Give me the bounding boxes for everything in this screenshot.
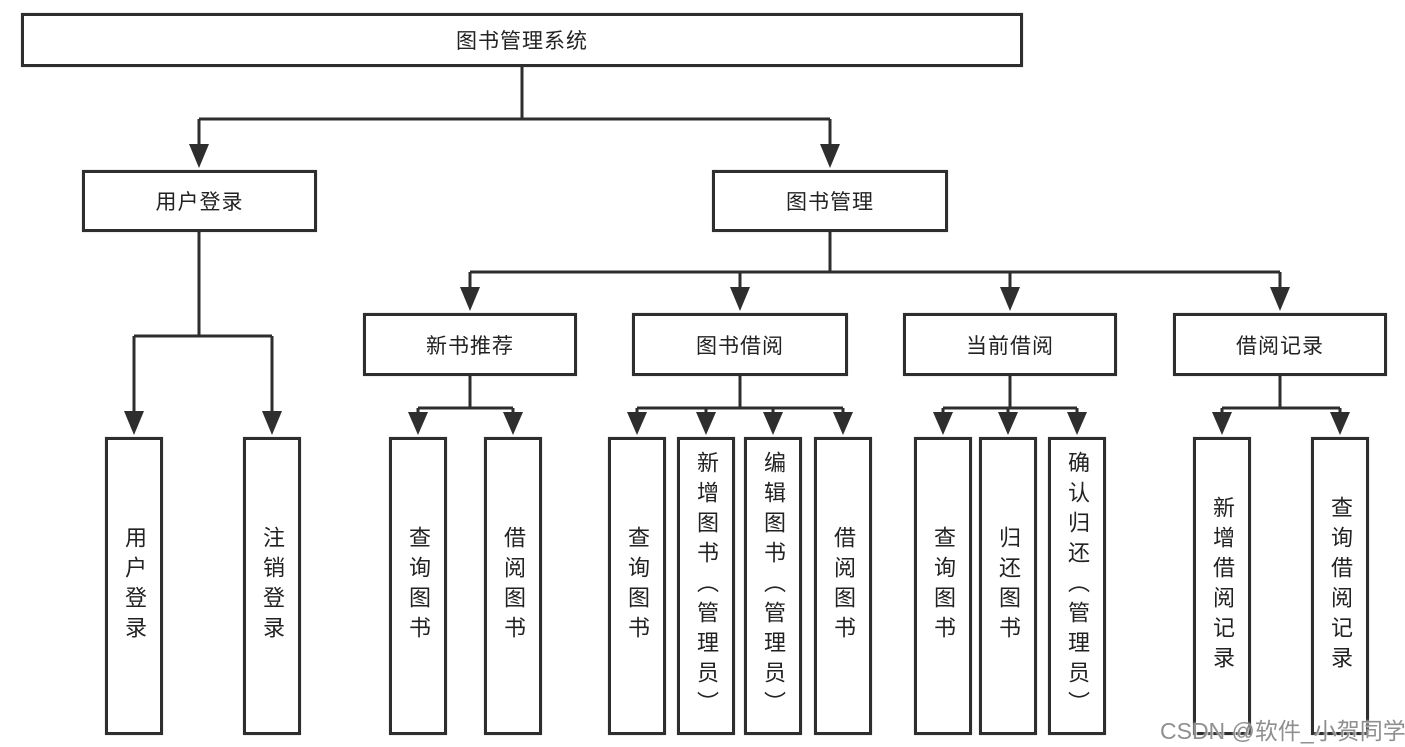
node-label: 查询图书 [406,526,431,646]
leaf-add-book-admin: 新增图书（管理员） [677,437,735,735]
node-label: 图书管理系统 [456,30,588,53]
node-label: 借阅图书 [831,526,856,646]
node-label: 确认归还（管理员） [1065,451,1090,721]
node-label: 借阅图书 [501,526,526,646]
node-label: 编辑图书（管理员） [761,451,786,721]
node-new-book-recommendation: 新书推荐 [363,313,577,376]
node-book-management: 图书管理 [712,170,948,232]
node-label: 新增借阅记录 [1210,496,1235,676]
node-label: 借阅记录 [1236,334,1324,358]
node-label: 查询借阅记录 [1328,496,1353,676]
node-label: 注销登录 [260,526,285,646]
node-label: 用户登录 [122,526,147,646]
node-borrowing-records: 借阅记录 [1173,313,1387,376]
node-label: 新书推荐 [426,334,514,358]
leaf-query-books-borrowing: 查询图书 [608,437,666,735]
leaf-borrow-books: 借阅图书 [814,437,872,735]
node-label: 图书借阅 [696,334,784,358]
leaf-query-books-recommend: 查询图书 [389,437,447,735]
leaf-logout: 注销登录 [243,437,301,735]
node-label: 图书管理 [786,191,874,214]
leaf-edit-book-admin: 编辑图书（管理员） [744,437,802,735]
csdn-watermark: CSDN @软件_小贺同学 [1160,718,1405,744]
leaf-query-borrow-record: 查询借阅记录 [1311,437,1369,735]
node-book-borrowing: 图书借阅 [632,313,848,376]
node-label: 查询图书 [625,526,650,646]
node-current-borrowing: 当前借阅 [903,313,1117,376]
node-user-login: 用户登录 [82,170,317,232]
node-label: 用户登录 [155,191,244,214]
node-label: 新增图书（管理员） [694,451,719,721]
node-label: 归还图书 [996,526,1021,646]
leaf-add-borrow-record: 新增借阅记录 [1193,437,1251,735]
leaf-query-books-current: 查询图书 [914,437,972,735]
leaf-return-books: 归还图书 [979,437,1037,735]
leaf-user-login: 用户登录 [105,437,163,735]
node-label: 查询图书 [931,526,956,646]
leaf-borrow-books-recommend: 借阅图书 [484,437,542,735]
node-library-management-system: 图书管理系统 [21,13,1023,67]
leaf-confirm-return-admin: 确认归还（管理员） [1048,437,1106,735]
node-label: 当前借阅 [966,334,1054,358]
